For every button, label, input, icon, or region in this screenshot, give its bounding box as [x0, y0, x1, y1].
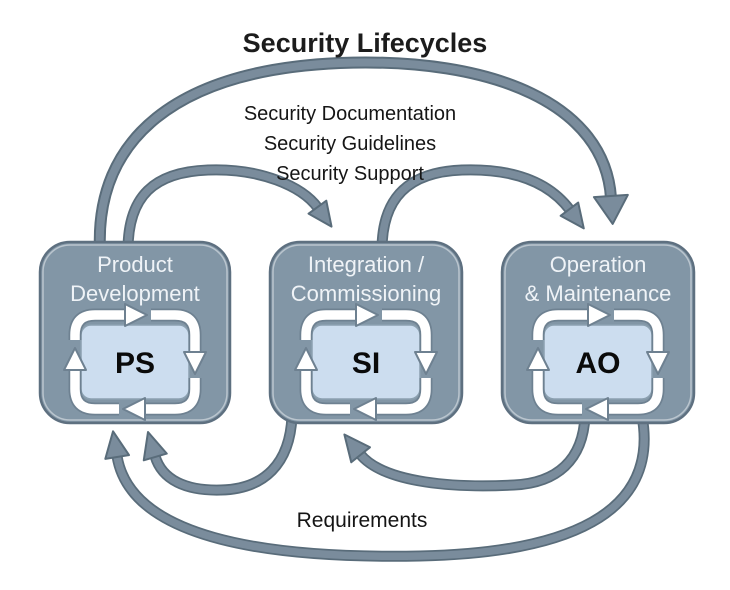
- arrow-commissioning-to-operation: [376, 164, 585, 251]
- forward-flow-arrows: [93, 56, 629, 251]
- stage-box-operation-maintenance: Operation & Maintenance AO: [500, 240, 696, 423]
- diagram-title: Security Lifecycles: [243, 28, 488, 58]
- stage-box-highlight: [504, 244, 692, 421]
- stage-code: PS: [115, 347, 155, 380]
- arrow-dev-to-commissioning: [122, 164, 333, 251]
- stage-box-highlight: [272, 244, 460, 421]
- flow-label-security-support: Security Support: [276, 163, 424, 185]
- flow-label-security-documentation: Security Documentation: [244, 103, 456, 125]
- feedback-flow-label-requirements: Requirements: [297, 509, 428, 532]
- arrow-operation-to-dev-requirements: [104, 415, 650, 562]
- stage-title-line1: Product: [97, 252, 173, 277]
- arrow-commissioning-to-dev: [142, 415, 298, 496]
- flow-label-security-guidelines: Security Guidelines: [264, 133, 436, 155]
- arrow-dev-to-operation: [93, 56, 629, 251]
- stage-title-line2: & Maintenance: [525, 281, 672, 306]
- stage-code: AO: [576, 347, 621, 380]
- stage-title-line1: Integration /: [308, 252, 425, 277]
- feedback-flow-arrows: [104, 415, 650, 562]
- stage-box-highlight: [42, 244, 228, 421]
- forward-flow-labels: Security Documentation Security Guidelin…: [244, 103, 456, 185]
- arrow-operation-to-commissioning: [343, 415, 591, 492]
- stage-title-line2: Commissioning: [291, 281, 441, 306]
- stage-title-line1: Operation: [550, 252, 647, 277]
- stage-box-product-development: Product Development PS: [38, 240, 232, 423]
- stage-code: SI: [352, 347, 380, 380]
- stage-box-integration-commissioning: Integration / Commissioning SI: [268, 240, 464, 423]
- stage-title-line2: Development: [70, 281, 200, 306]
